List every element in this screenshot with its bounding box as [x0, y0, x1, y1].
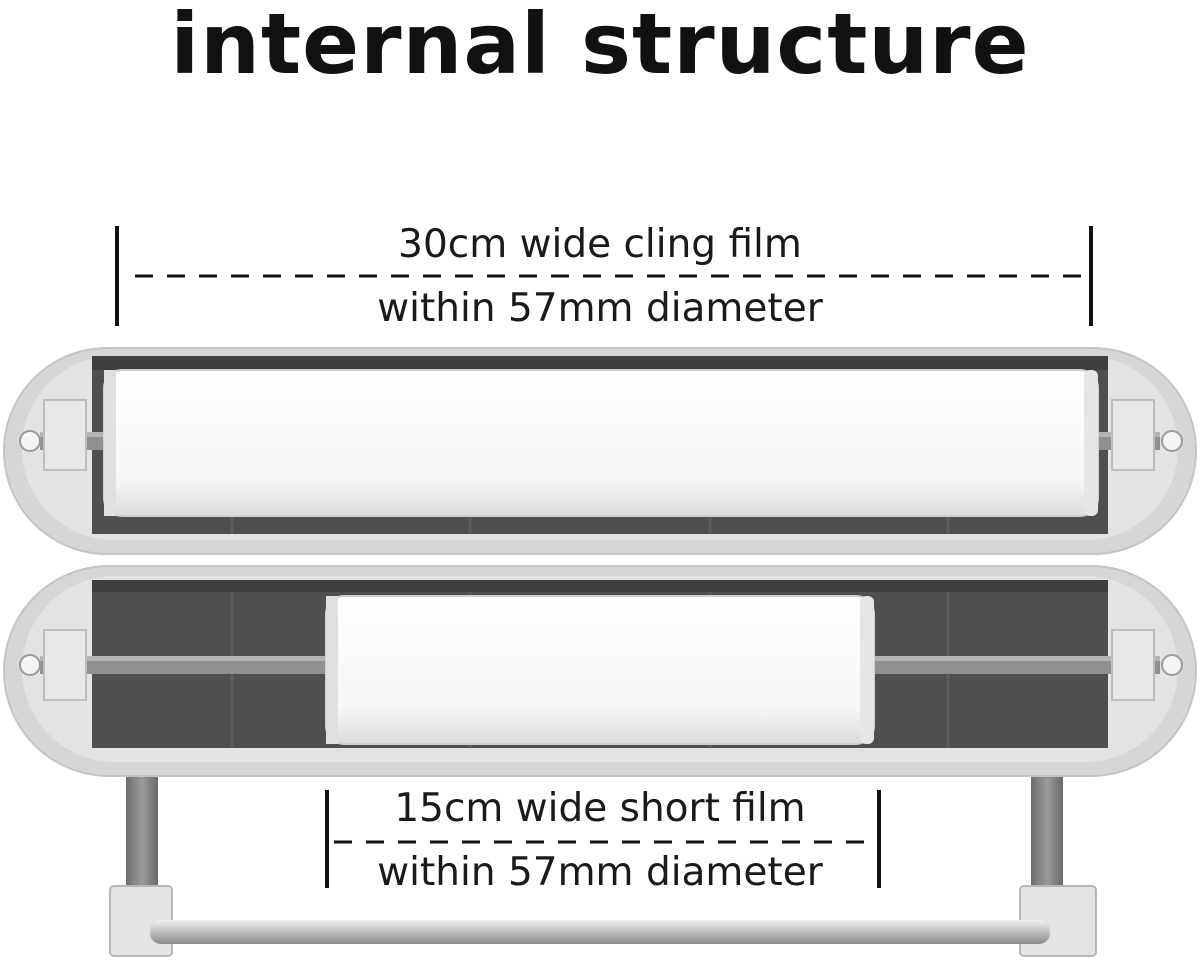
top-roll-diameter-label: within 57mm diameter [377, 286, 823, 331]
upper-compartment [3, 347, 1197, 555]
bottom-roll-diameter-label: within 57mm diameter [377, 850, 823, 895]
bottom-roll-width-label: 15cm wide short film [340, 786, 860, 832]
towel-bar [109, 885, 1097, 957]
lower-compartment [3, 565, 1197, 777]
support-legs [126, 770, 1063, 900]
top-dimension-marker [115, 226, 1093, 326]
page-title: internal structure [170, 0, 1030, 93]
bottom-dimension-marker [325, 790, 881, 888]
top-roll-width-label: 30cm wide cling film [300, 222, 900, 268]
